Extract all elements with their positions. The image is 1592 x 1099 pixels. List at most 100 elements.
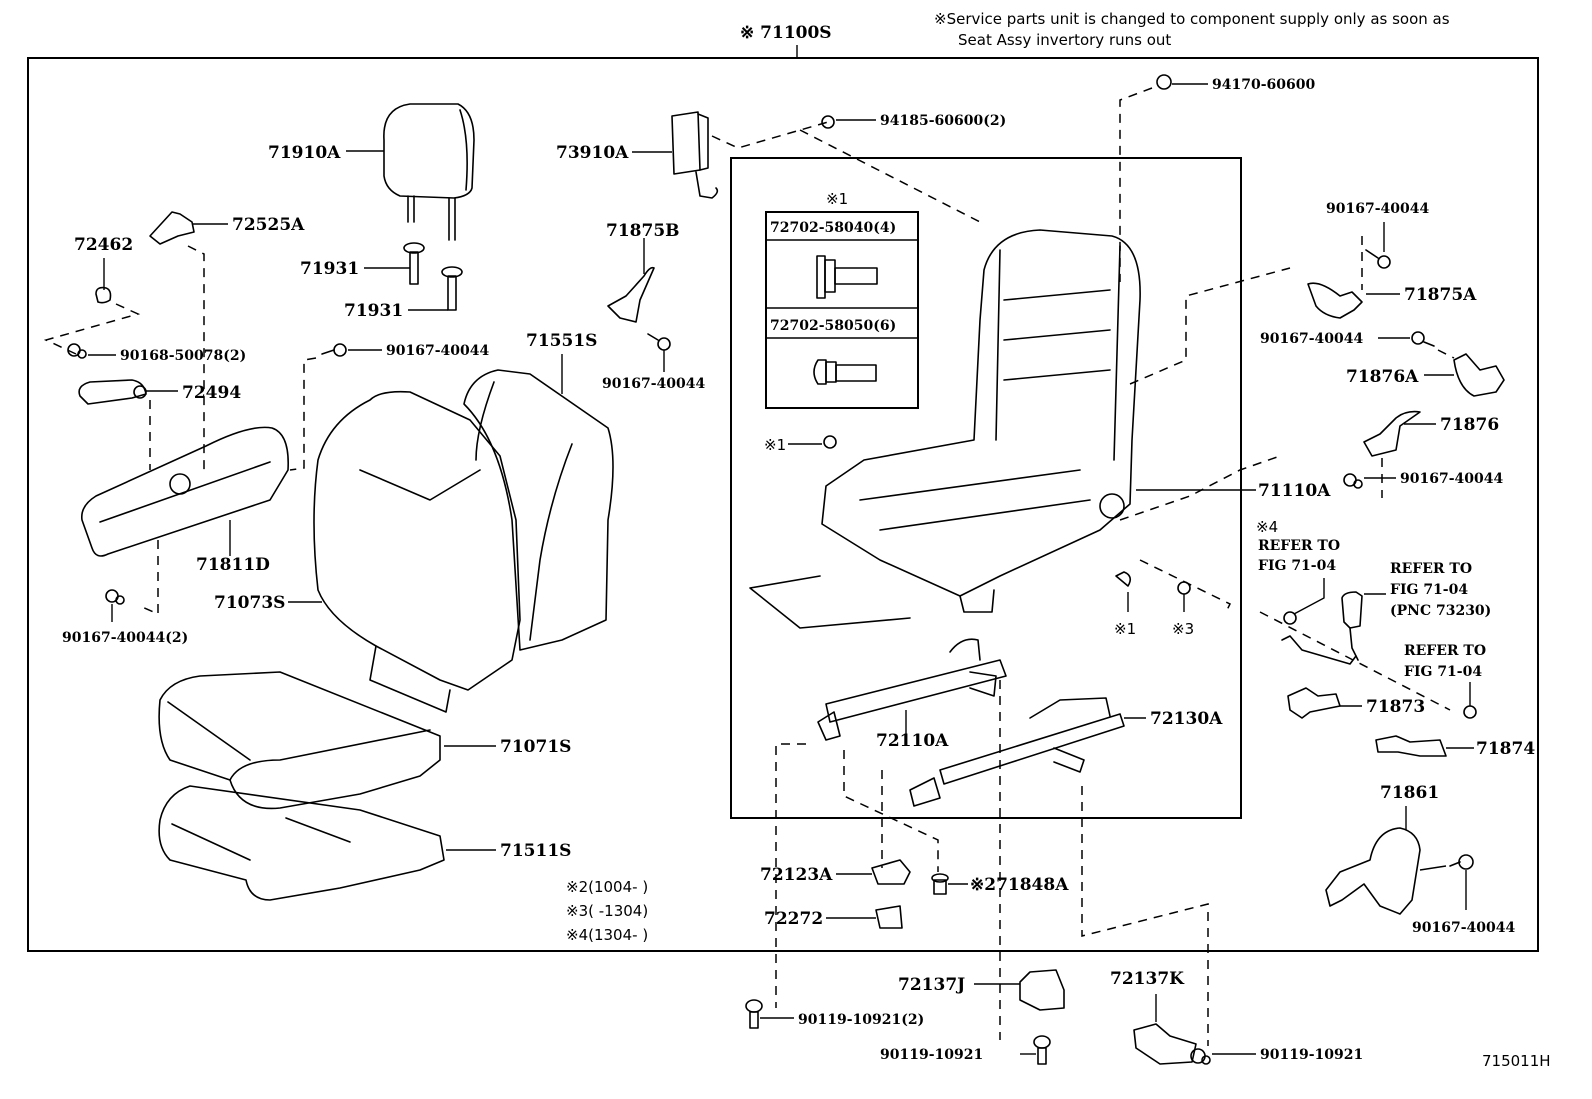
label-90167-40044-mid: 90167-40044 [602,376,705,392]
assembly-label: ※ 71100S [740,23,832,43]
screw-90167-40044 [1411,331,1435,347]
label-72137J: 72137J [898,975,965,995]
side-shield-71811D [80,426,289,557]
bolt-90119-10921 [745,999,763,1029]
label-71861: 71861 [1380,783,1439,803]
nut-refer [1463,705,1477,719]
label-90168-50078: 90168-50078(2) [120,348,246,364]
seat-track-72110A [817,638,1007,741]
cover-72137J [1019,969,1065,1011]
label-90119-10921-right: 90119-10921 [1260,1047,1363,1063]
knob-72525A [149,211,195,245]
seat-track-72130A [909,697,1125,807]
bolt-star1 [823,435,837,449]
refer2-line2: FIG 71-04 [1390,582,1468,598]
label-72525A: 72525A [232,215,305,235]
screw-90168-50078 [67,343,87,359]
lever-72494 [78,379,147,405]
screw-90167-40044 [1449,854,1474,870]
bracket-71876 [1363,410,1421,457]
cover-71876A [1453,353,1505,397]
screw-90167-40044 [321,343,347,357]
label-71910A: 71910A [268,143,341,163]
footnote-4: ※4(1304- ) [566,926,648,944]
refer2-line3: (PNC 73230) [1390,603,1491,619]
refer2-line1: REFER TO [1390,561,1472,577]
seat-cushion-pad-71511S [158,785,445,901]
seat-cushion-cover-71071S [158,671,441,810]
footnote-2: ※2(1004- ) [566,878,648,896]
pin-71848A [931,873,949,895]
seat-frame-71110A [821,229,1141,613]
headrest-guide-71931 [441,266,463,311]
label-star3: ※3 [1172,620,1194,638]
label-71110A: 71110A [1258,481,1331,501]
label-90167-40044-r4: 90167-40044 [1412,920,1515,936]
label-90167-40044-r3: 90167-40044 [1400,471,1503,487]
screw-90167-40044 [105,589,125,605]
label-71875B: 71875B [606,221,680,241]
screw-90167-40044 [647,333,671,351]
label-71073S: 71073S [214,593,285,613]
cover-71875B [607,266,655,323]
kit-item-72702-58050: 72702-58050(6) [770,318,896,334]
label-72130A: 72130A [1150,709,1223,729]
bracket-71874 [1375,735,1447,757]
nut-94170-60600 [1156,74,1172,90]
label-90167-40044-2: 90167-40044(2) [62,630,188,646]
nut-refer [1283,611,1297,625]
label-71931-b: 71931 [344,301,403,321]
label-71873: 71873 [1366,697,1425,717]
label-71931-a: 71931 [300,259,359,279]
bolt-icon [813,359,877,385]
label-90167-40044-r2: 90167-40044 [1260,331,1363,347]
label-71874: 71874 [1476,739,1535,759]
label-71876: 71876 [1440,415,1499,435]
label-90119-10921-center: 90119-10921 [880,1047,983,1063]
label-72123A: 72123A [760,865,833,885]
label-90167-40044-r1: 90167-40044 [1326,201,1429,217]
label-star1-b: ※1 [1114,620,1136,638]
screw-90167-40044 [1365,249,1391,269]
bracket-71873 [1287,687,1341,719]
label-72494: 72494 [182,383,241,403]
label-72110A: 72110A [876,731,949,751]
bolt-90119-10921 [1190,1048,1211,1065]
refer1-line2: FIG 71-04 [1258,558,1336,574]
seat-belt-buckle [1281,591,1363,665]
figure-id: 715011H [1482,1052,1551,1070]
footnote-3: ※3( -1304) [566,902,648,920]
bolt-icon [816,255,878,299]
label-72462: 72462 [74,235,133,255]
frame-subassembly-box [730,157,1242,819]
cap-72462 [95,286,112,304]
label-90119-10921-2: 90119-10921(2) [798,1012,924,1028]
label-71811D: 71811D [196,555,270,575]
bracket-72123A [871,859,911,885]
label-94170-60600: 94170-60600 [1212,77,1315,93]
kit-item-72702-58040: 72702-58040(4) [770,220,896,236]
label-star1-a: ※1 [764,436,786,454]
headrest-guide-71931 [403,242,425,285]
label-71551S: 71551S [526,331,597,351]
bolt-90119-10921 [1033,1035,1051,1065]
bracket-72272 [875,905,903,929]
refer3-line2: FIG 71-04 [1404,664,1482,680]
seatback-cover-71073S [313,390,521,713]
screw-90167-40044 [1343,473,1363,489]
kit-box-header: ※1 [826,190,848,208]
headrest-71910A [383,103,475,241]
kit-box: ※1 72702-58040(4) 72702-58050(6) [765,190,919,409]
label-72272: 72272 [764,909,823,929]
label-71511S: 71511S [500,841,571,861]
bolt-star1-right [1115,571,1132,587]
label-71071S: 71071S [500,737,571,757]
label-90167-40044-left-top: 90167-40044 [386,343,489,359]
cover-71875A [1307,282,1363,319]
cover-72137K [1133,1023,1197,1065]
service-note-line2: Seat Assy invertory runs out [958,31,1171,49]
label-72137K: 72137K [1110,969,1185,989]
service-note-line1: ※Service parts unit is changed to compon… [934,10,1450,28]
cover-71861 [1325,827,1421,915]
label-star4: ※4 [1256,518,1278,536]
